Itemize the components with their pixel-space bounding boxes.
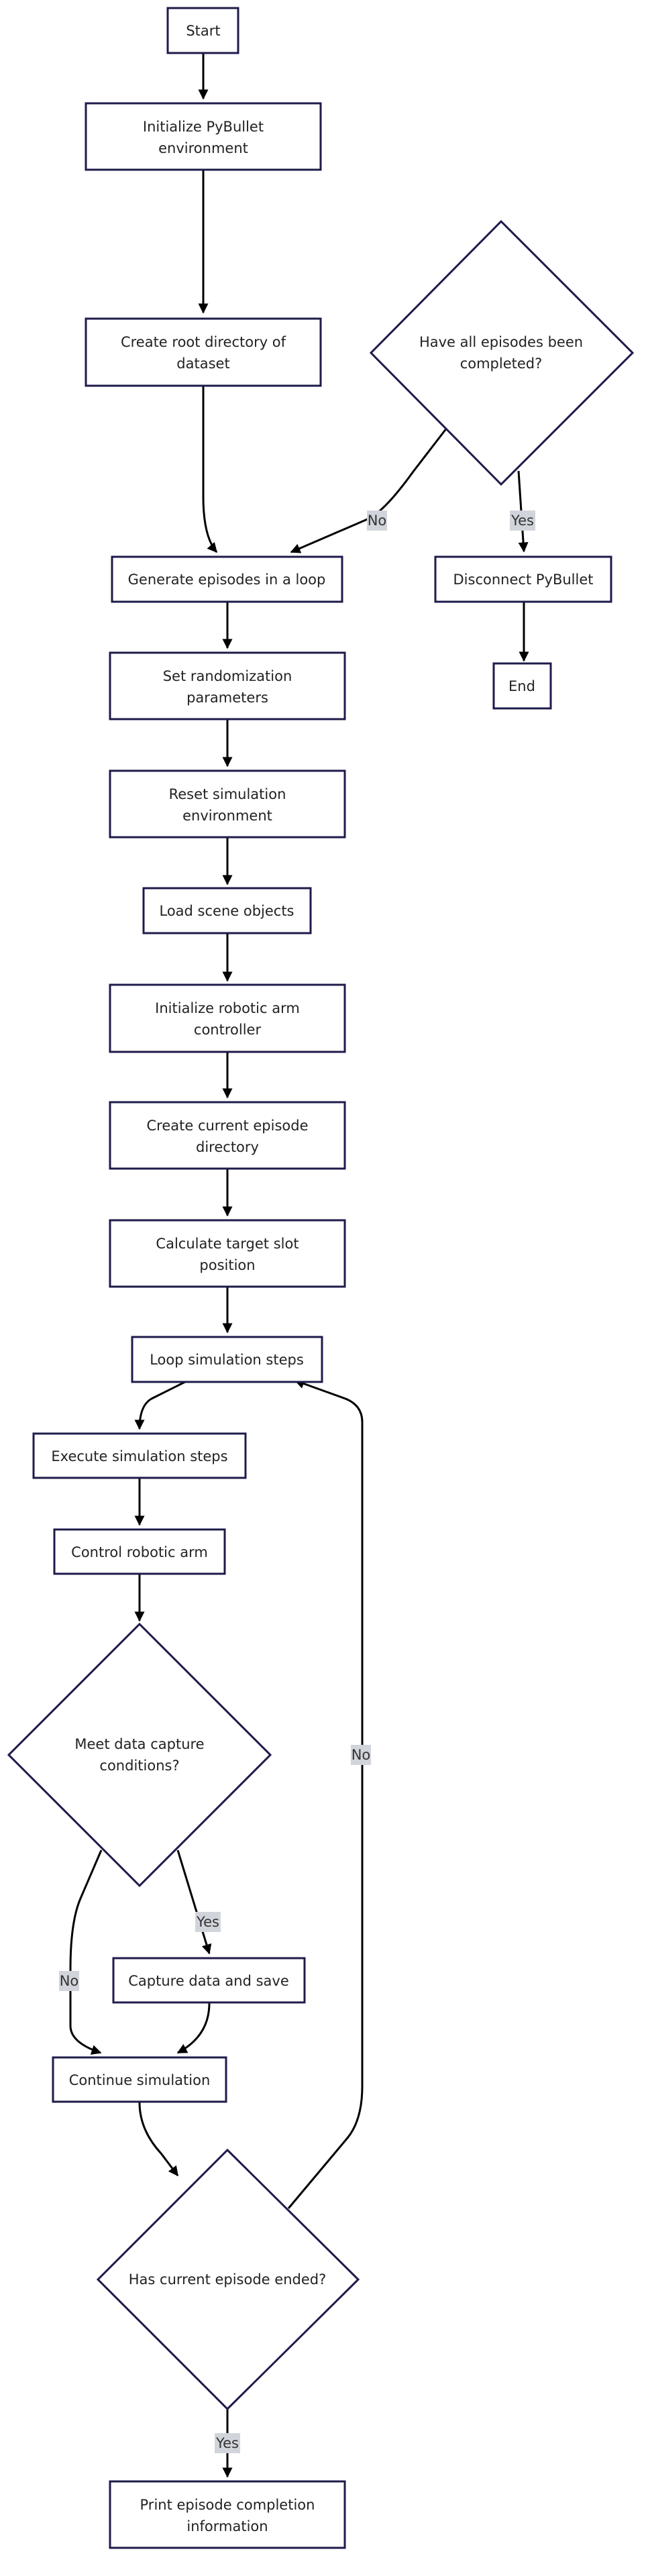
node-control-robotic-arm: Control robotic arm: [53, 1528, 226, 1575]
svg-text:Initialize robotic arm: Initialize robotic arm: [155, 1000, 300, 1016]
node-start: Start: [166, 7, 239, 54]
svg-text:Meet data capture: Meet data capture: [74, 1736, 204, 1752]
svg-text:No: No: [60, 1973, 79, 1989]
svg-text:Initialize PyBullet: Initialize PyBullet: [143, 119, 264, 135]
edge-capture-continue: [176, 2002, 211, 2054]
svg-text:End: End: [508, 678, 535, 694]
node-create-root-dir: Create root directory of dataset: [85, 317, 322, 387]
node-capture-data-save: Capture data and save: [112, 1957, 306, 2004]
node-load-scene-objects: Load scene objects: [142, 887, 312, 934]
svg-text:Execute simulation steps: Execute simulation steps: [51, 1448, 227, 1464]
edge-loop-exec: [134, 1381, 186, 1430]
svg-text:controller: controller: [194, 1022, 262, 1038]
svg-text:Capture data and save: Capture data and save: [128, 1973, 289, 1989]
svg-text:environment: environment: [182, 808, 272, 824]
svg-text:dataset: dataset: [176, 356, 229, 372]
node-init-robotic-arm: Initialize robotic arm controller: [109, 983, 346, 1053]
svg-text:No: No: [368, 513, 387, 529]
svg-text:Print episode completion: Print episode completion: [140, 2497, 315, 2513]
svg-text:Start: Start: [186, 23, 220, 39]
edge-root-gen: [202, 386, 218, 553]
node-execute-simulation-steps: Execute simulation steps: [32, 1432, 247, 1479]
node-episode-ended: Has current episode ended?: [96, 2148, 360, 2411]
node-init-pybullet: Initialize PyBullet environment: [85, 102, 322, 171]
svg-text:No: No: [352, 1747, 371, 1763]
edge-label-all-yes: Yes: [510, 511, 535, 531]
svg-text:Control robotic arm: Control robotic arm: [71, 1544, 208, 1560]
node-generate-episodes: Generate episodes in a loop: [111, 555, 343, 603]
svg-text:Have all episodes been: Have all episodes been: [419, 334, 583, 350]
edge-label-ended-yes: Yes: [215, 2433, 240, 2453]
edge-label-capture-yes: Yes: [195, 1912, 221, 1932]
svg-text:Continue simulation: Continue simulation: [69, 2072, 211, 2088]
svg-text:Set randomization: Set randomization: [163, 668, 292, 684]
node-calculate-target: Calculate target slot position: [109, 1219, 346, 1288]
node-end: End: [492, 662, 552, 710]
node-all-episodes-completed: Have all episodes been completed?: [369, 219, 635, 486]
node-print-episode-info: Print episode completion information: [109, 2480, 346, 2549]
edge-continue-endedq: [138, 2102, 179, 2177]
svg-text:Generate episodes in a loop: Generate episodes in a loop: [128, 572, 326, 588]
svg-text:Load scene objects: Load scene objects: [159, 903, 294, 919]
edge-endedq-loop-no: [287, 1379, 364, 2209]
svg-text:completed?: completed?: [460, 356, 543, 372]
svg-text:information: information: [186, 2518, 268, 2534]
node-data-capture-conditions: Meet data capture conditions?: [7, 1622, 272, 1888]
svg-text:Yes: Yes: [215, 2435, 239, 2451]
svg-text:Create root directory of: Create root directory of: [121, 334, 286, 350]
svg-text:Has current episode ended?: Has current episode ended?: [129, 2271, 326, 2288]
svg-text:directory: directory: [196, 1139, 259, 1155]
edge-captureq-capture-yes: [176, 1849, 212, 1955]
edge-allep-gen-no: [290, 427, 448, 553]
svg-text:Yes: Yes: [510, 513, 534, 529]
svg-text:Create current episode: Create current episode: [146, 1118, 308, 1134]
node-reset-simulation: Reset simulation environment: [109, 769, 346, 839]
svg-text:conditions?: conditions?: [99, 1758, 179, 1774]
node-loop-simulation-steps: Loop simulation steps: [131, 1336, 323, 1383]
svg-text:Disconnect PyBullet: Disconnect PyBullet: [453, 572, 594, 588]
svg-text:Yes: Yes: [196, 1914, 219, 1930]
node-set-randomization: Set randomization parameters: [109, 651, 346, 720]
edge-captureq-continue-no: [69, 1849, 103, 2055]
svg-text:Loop simulation steps: Loop simulation steps: [150, 1352, 304, 1368]
edge-label-all-no: No: [367, 511, 387, 531]
svg-text:Calculate target slot: Calculate target slot: [156, 1236, 299, 1252]
node-create-episode-dir: Create current episode directory: [109, 1101, 346, 1170]
node-disconnect-pybullet: Disconnect PyBullet: [434, 555, 612, 603]
edge-label-ended-no: No: [351, 1745, 371, 1765]
edge-label-capture-no: No: [59, 1971, 79, 1991]
node-continue-simulation: Continue simulation: [52, 2056, 227, 2103]
svg-text:parameters: parameters: [186, 690, 268, 706]
svg-text:Reset simulation: Reset simulation: [169, 786, 286, 802]
svg-text:environment: environment: [158, 140, 248, 156]
svg-text:position: position: [199, 1257, 255, 1273]
